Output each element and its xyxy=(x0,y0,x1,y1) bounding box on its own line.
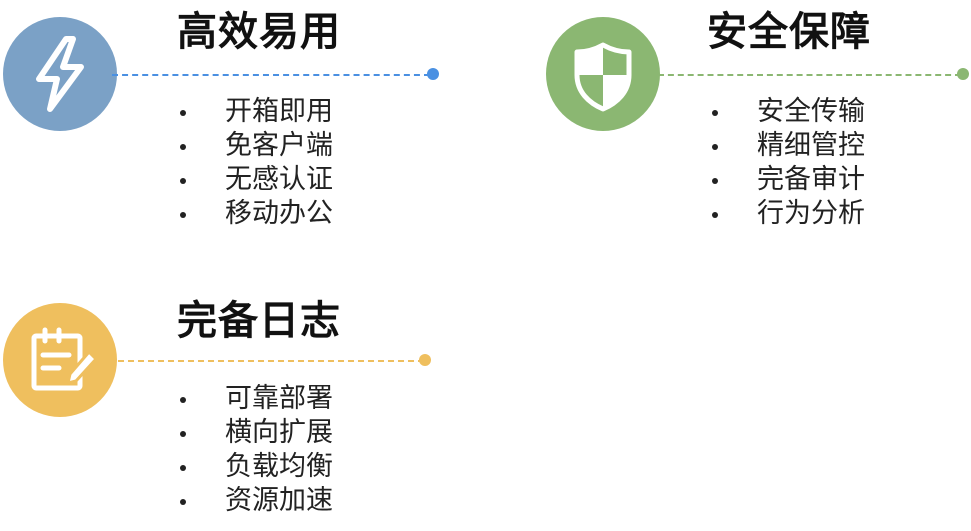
list-item-label: 负载均衡 xyxy=(225,451,333,482)
list-item-label: 安全传输 xyxy=(757,96,865,127)
bullet-dot xyxy=(712,144,718,150)
feature-title: 高效易用 xyxy=(177,9,341,55)
efficient-connector-line xyxy=(112,74,430,76)
logging-connector-dot xyxy=(419,354,431,366)
bullet-dot xyxy=(180,178,186,184)
lightning-icon xyxy=(36,36,84,112)
bullet-dot xyxy=(180,465,186,471)
bullet-dot xyxy=(180,397,186,403)
shield-icon xyxy=(574,42,632,112)
security-connector-dot xyxy=(957,68,969,80)
bullet-dot xyxy=(712,178,718,184)
bullet-dot xyxy=(180,212,186,218)
list-item-label: 免客户端 xyxy=(225,130,333,161)
bullet-dot xyxy=(712,110,718,116)
list-item-label: 资源加速 xyxy=(225,485,333,516)
bullet-dot xyxy=(180,144,186,150)
security-connector-line xyxy=(658,74,961,76)
bullet-dot xyxy=(180,110,186,116)
list-item-label: 可靠部署 xyxy=(225,383,333,414)
bullet-dot xyxy=(180,431,186,437)
list-item-label: 无感认证 xyxy=(225,164,333,195)
feature-title: 完备日志 xyxy=(177,298,341,344)
feature-title: 安全保障 xyxy=(707,9,871,55)
security-icon-circle xyxy=(546,17,660,131)
list-item-label: 行为分析 xyxy=(757,198,865,229)
bullet-dot xyxy=(180,499,186,505)
list-item-label: 完备审计 xyxy=(757,164,865,195)
list-item-label: 横向扩展 xyxy=(225,417,333,448)
efficient-connector-dot xyxy=(427,68,439,80)
list-item-label: 精细管控 xyxy=(757,130,865,161)
efficient-icon-circle xyxy=(3,17,117,131)
logging-connector-line xyxy=(118,360,424,362)
notepad-icon xyxy=(31,327,98,391)
list-item-label: 开箱即用 xyxy=(225,96,333,127)
logging-icon-circle xyxy=(3,303,117,417)
list-item-label: 移动办公 xyxy=(225,198,333,229)
bullet-dot xyxy=(712,212,718,218)
